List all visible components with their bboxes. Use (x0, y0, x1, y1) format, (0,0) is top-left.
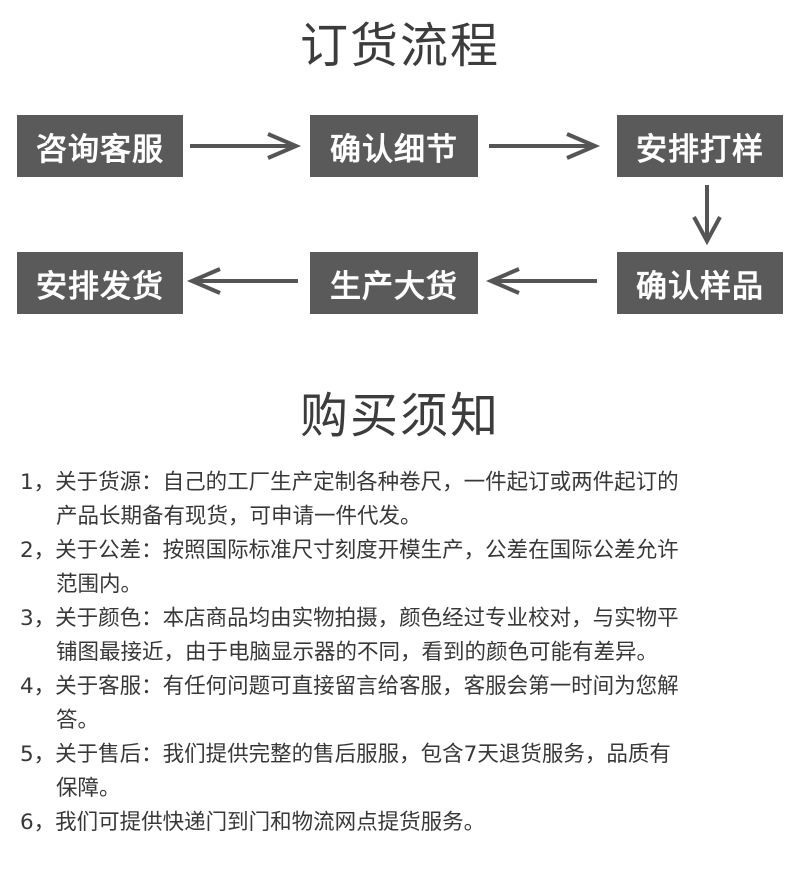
notice-item: 5，关于售后：我们提供完整的售后服服，包含7天退货服务，品质有 保障。 (20, 738, 785, 806)
step-confirm-details: 确认细节 (310, 115, 478, 177)
arrow-right-icon (489, 132, 601, 160)
notice-item: 6，我们可提供快递门到门和物流网点提货服务。 (20, 806, 785, 840)
notice-item-line: 1，关于货源：自己的工厂生产定制各种卷尺，一件起订或两件起订的 (20, 470, 679, 495)
step-confirm-sample: 确认样品 (617, 252, 783, 314)
notice-item-line: 4，关于客服：有任何问题可直接留言给客服，客服会第一时间为您解 (20, 674, 679, 699)
notice-list: 1，关于货源：自己的工厂生产定制各种卷尺，一件起订或两件起订的 产品长期备有现货… (20, 466, 785, 840)
notice-item: 1，关于货源：自己的工厂生产定制各种卷尺，一件起订或两件起订的 产品长期备有现货… (20, 466, 785, 534)
step-mass-production: 生产大货 (310, 252, 478, 314)
notice-item-continuation: 范围内。 (56, 572, 143, 597)
notice-item: 4，关于客服：有任何问题可直接留言给客服，客服会第一时间为您解 答。 (20, 670, 785, 738)
notice-item-continuation: 铺图最接近，由于电脑显示器的不同，看到的颜色可能有差异。 (56, 640, 659, 665)
notice-item-line: 2，关于公差：按照国际标准尺寸刻度开模生产，公差在国际公差允许 (20, 538, 679, 563)
step-arrange-shipping: 安排发货 (17, 252, 183, 314)
notice-item-line: 6，我们可提供快递门到门和物流网点提货服务。 (20, 810, 486, 835)
notice-item-continuation: 产品长期备有现货，可申请一件代发。 (56, 504, 422, 529)
flow-title: 订货流程 (299, 18, 500, 74)
step-consult-service: 咨询客服 (17, 115, 183, 177)
arrow-right-icon (190, 132, 302, 160)
notice-item-continuation: 保障。 (56, 776, 121, 801)
step-arrange-sample: 安排打样 (617, 115, 783, 177)
notice-item-line: 3，关于颜色：本店商品均由实物拍摄，颜色经过专业校对，与实物平 (20, 606, 679, 631)
arrow-left-icon (485, 267, 597, 295)
notice-item: 3，关于颜色：本店商品均由实物拍摄，颜色经过专业校对，与实物平 铺图最接近，由于… (20, 602, 785, 670)
notice-item-continuation: 答。 (56, 708, 100, 733)
arrow-down-icon (692, 185, 722, 246)
notice-item: 2，关于公差：按照国际标准尺寸刻度开模生产，公差在国际公差允许 范围内。 (20, 534, 785, 602)
arrow-left-icon (186, 267, 298, 295)
notice-item-line: 5，关于售后：我们提供完整的售后服服，包含7天退货服务，品质有 (20, 742, 671, 767)
notice-title: 购买须知 (299, 388, 500, 444)
